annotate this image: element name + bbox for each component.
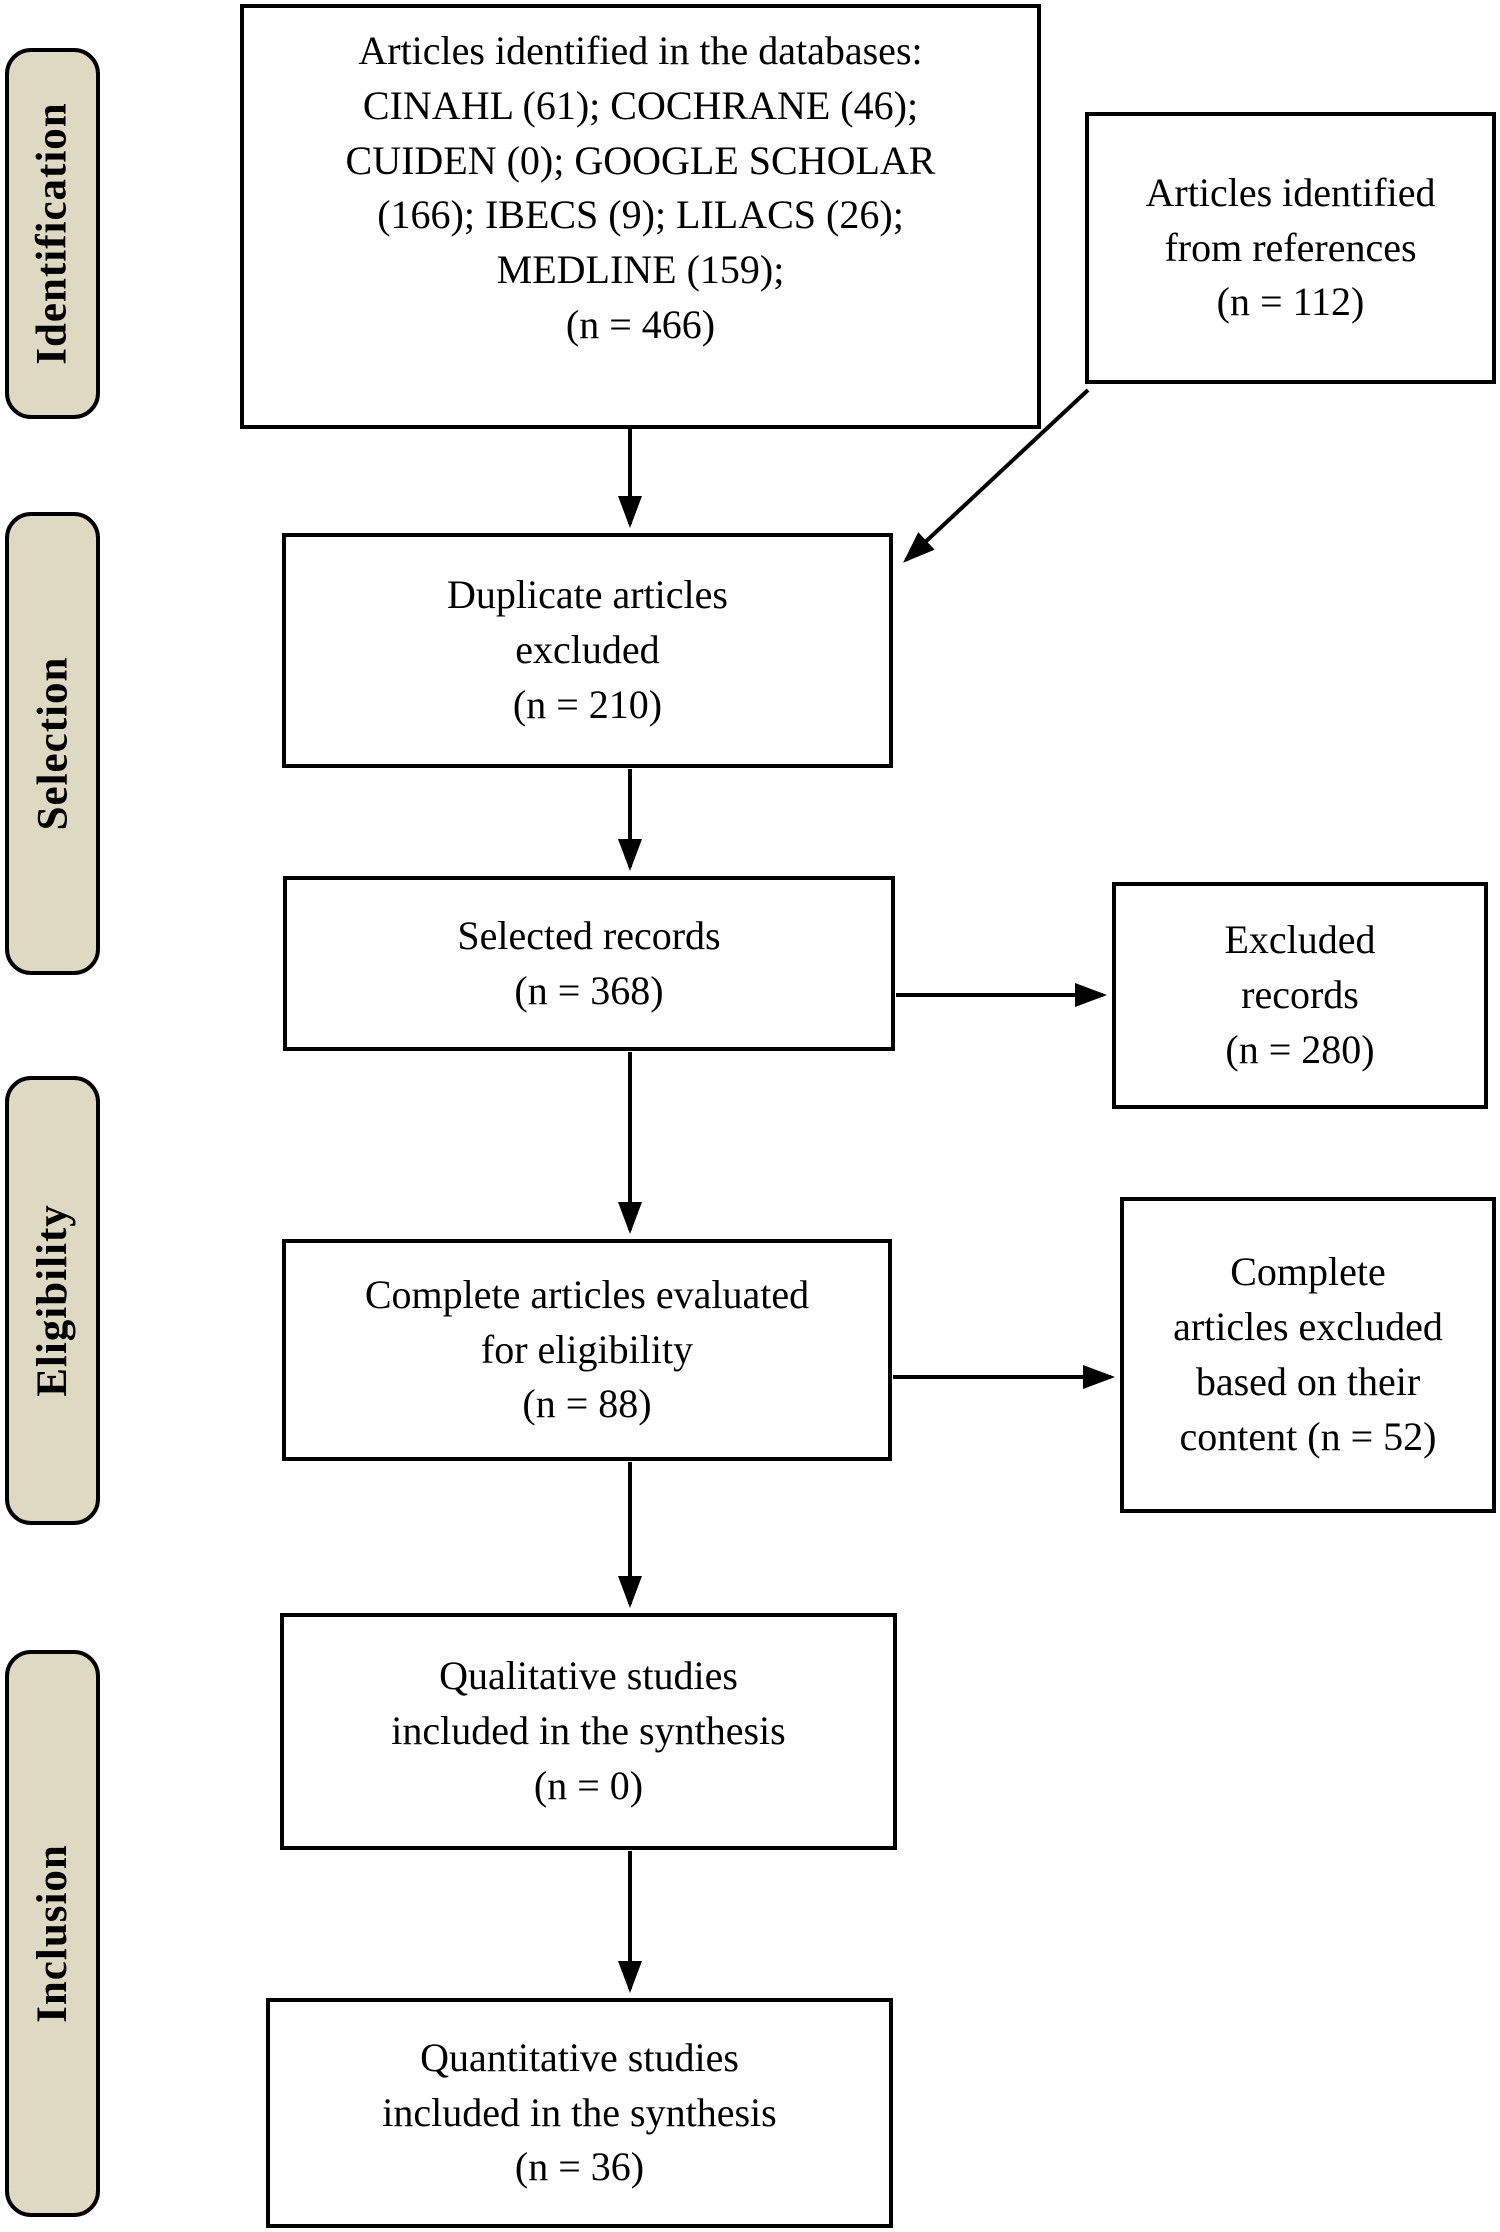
box-duplicate-articles-excluded-text: Duplicate articles excluded (n = 210) xyxy=(447,572,728,727)
stage-label-inclusion-text: Inclusion xyxy=(29,1844,77,2023)
stage-label-inclusion: Inclusion xyxy=(5,1650,100,2217)
box-complete-articles-evaluated-text: Complete articles evaluated for eligibil… xyxy=(364,1271,810,1427)
box-articles-identified-references: Articles identified from references (n =… xyxy=(1085,112,1496,384)
box-qualitative-studies-text: Qualitative studies included in the synt… xyxy=(391,1653,786,1808)
stage-label-selection-text: Selection xyxy=(29,656,76,831)
box-complete-articles-excluded-text: Complete articles excluded based on thei… xyxy=(1173,1249,1443,1459)
box-articles-identified-databases: Articles identified in the databases: CI… xyxy=(240,4,1041,429)
box-excluded-records-text: Excluded records (n = 280) xyxy=(1224,917,1376,1072)
box-excluded-records: Excluded records (n = 280) xyxy=(1112,882,1488,1109)
box-complete-articles-evaluated: Complete articles evaluated for eligibil… xyxy=(282,1239,892,1461)
stage-label-eligibility: Eligibility xyxy=(5,1076,100,1525)
box-quantitative-studies: Quantitative studies included in the syn… xyxy=(266,1998,893,2228)
box-qualitative-studies: Qualitative studies included in the synt… xyxy=(280,1613,897,1850)
box-selected-records-text: Selected records (n = 368) xyxy=(457,912,721,1013)
box-duplicate-articles-excluded: Duplicate articles excluded (n = 210) xyxy=(282,533,893,768)
stage-label-identification-text: Identification xyxy=(29,102,77,365)
stage-label-selection: Selection xyxy=(5,512,100,975)
box-complete-articles-excluded: Complete articles excluded based on thei… xyxy=(1120,1197,1496,1513)
box-articles-identified-databases-text: Articles identified in the databases: CI… xyxy=(345,28,936,347)
stage-label-eligibility-text: Eligibility xyxy=(29,1204,77,1397)
box-quantitative-studies-text: Quantitative studies included in the syn… xyxy=(382,2034,777,2190)
box-articles-identified-references-text: Articles identified from references (n =… xyxy=(1145,169,1436,325)
box-selected-records: Selected records (n = 368) xyxy=(283,876,895,1051)
stage-label-identification: Identification xyxy=(5,48,100,419)
